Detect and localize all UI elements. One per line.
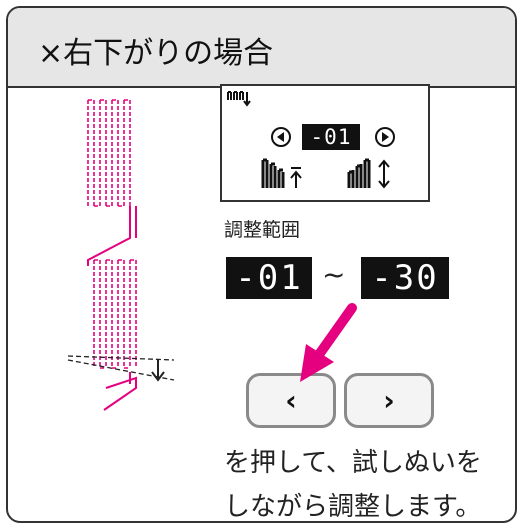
- range-separator: ~: [322, 258, 346, 291]
- stitch-up-icon: [261, 158, 302, 188]
- pointer-arrow-icon: [300, 303, 357, 382]
- range-label: 調整範囲: [224, 219, 301, 241]
- left-arrow-circle-icon[interactable]: [270, 126, 292, 148]
- stitch-updown-icon: [347, 158, 390, 189]
- stitch-illustration: [67, 99, 175, 411]
- card-header: ×右下がりの場合: [8, 8, 515, 88]
- decrease-button[interactable]: ‹: [246, 373, 336, 428]
- page-title: ×右下がりの場合: [38, 36, 274, 71]
- stitch-pattern-icon: [227, 91, 251, 107]
- range-max-value: -30: [361, 257, 449, 299]
- chevron-right-icon: ›: [383, 384, 395, 417]
- instruction-card: ×右下がりの場合: [6, 6, 517, 523]
- range-min-value: -01: [226, 257, 312, 299]
- instruction-line-1: を押して、試しぬいを: [224, 448, 482, 478]
- increase-button[interactable]: ›: [344, 373, 434, 428]
- lcd-screen: -01: [220, 84, 430, 202]
- chevron-left-icon: ‹: [285, 384, 297, 417]
- instruction-line-2: しながら調整します。: [224, 492, 482, 522]
- lcd-value: -01: [302, 124, 360, 150]
- right-arrow-circle-icon[interactable]: [374, 126, 396, 148]
